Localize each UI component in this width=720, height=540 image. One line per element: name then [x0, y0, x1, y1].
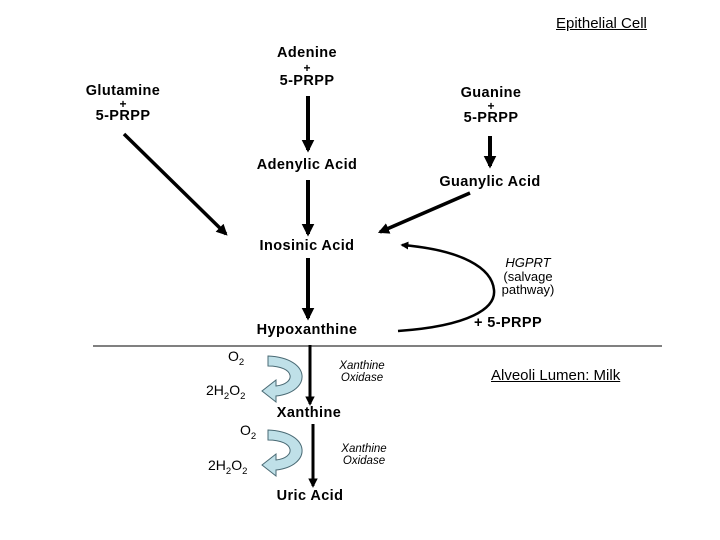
region-alveoli-lumen: Alveoli Lumen: Milk — [491, 367, 621, 384]
o2-label-2: O2 — [240, 423, 256, 441]
enzyme-2-line1: Xanthine — [341, 443, 387, 455]
plus-guanine: + — [487, 99, 495, 113]
h2o2-sub1-2: 2 — [225, 465, 232, 477]
salvage-label: HGPRT (salvage pathway) — [486, 256, 570, 297]
node-adenine: Adenine — [277, 45, 337, 61]
h2o2-b-1: O — [229, 382, 241, 398]
h2o2-label-1: 2H2O2 — [206, 383, 245, 401]
plus-adenine: + — [303, 61, 311, 75]
node-adenine-prpp: 5-PRPP — [279, 73, 335, 89]
oxidase-arrow-1 — [261, 355, 303, 404]
o2-sub-2: 2 — [250, 430, 257, 442]
node-guanine-prpp: 5-PRPP — [463, 110, 519, 126]
h2o2-b-2: O — [231, 457, 243, 473]
node-adenylic-acid: Adenylic Acid — [256, 157, 358, 173]
o2-label-1: O2 — [228, 349, 244, 367]
h2o2-sub1-1: 2 — [223, 390, 230, 402]
salvage-cosubstrate: + 5-PRPP — [474, 315, 543, 331]
node-glutamine-prpp: 5-PRPP — [95, 108, 151, 124]
o2-base-2: O — [240, 422, 251, 438]
plus-glutamine: + — [119, 97, 127, 111]
h2o2-label-2: 2H2O2 — [208, 458, 247, 476]
arrow-glutamine-to-inosinic — [122, 132, 228, 236]
arrow-salvage-pathway — [397, 241, 496, 333]
o2-base-1: O — [228, 348, 239, 364]
salvage-line2: pathway) — [501, 282, 555, 298]
node-glutamine: Glutamine — [85, 83, 161, 99]
node-inosinic-acid: Inosinic Acid — [259, 238, 355, 254]
oxidase-arrow-2 — [261, 429, 303, 478]
enzyme-xanthine-oxidase-1: Xanthine Oxidase — [339, 360, 384, 384]
enzyme-2-line2: Oxidase — [342, 455, 386, 468]
enzyme-xanthine-oxidase-2: Xanthine Oxidase — [341, 443, 386, 467]
node-uric-acid: Uric Acid — [276, 488, 344, 504]
h2o2-sub2-1: 2 — [240, 390, 246, 402]
o2-sub-1: 2 — [238, 356, 245, 368]
arrow-guanylic-to-inosinic — [377, 191, 471, 234]
node-guanine: Guanine — [460, 85, 522, 101]
enzyme-1-line1: Xanthine — [339, 360, 385, 372]
node-hypoxanthine: Hypoxanthine — [256, 322, 358, 338]
h2o2-sub2-2: 2 — [242, 465, 248, 477]
enzyme-1-line2: Oxidase — [340, 372, 384, 385]
node-xanthine: Xanthine — [276, 405, 342, 421]
salvage-enzyme: HGPRT — [505, 255, 551, 270]
salvage-line1: (salvage — [503, 268, 553, 284]
h2o2-a-1: 2H — [206, 382, 224, 398]
node-guanylic-acid: Guanylic Acid — [439, 174, 541, 190]
h2o2-a-2: 2H — [208, 457, 226, 473]
region-epithelial-cell: Epithelial Cell — [556, 15, 647, 32]
